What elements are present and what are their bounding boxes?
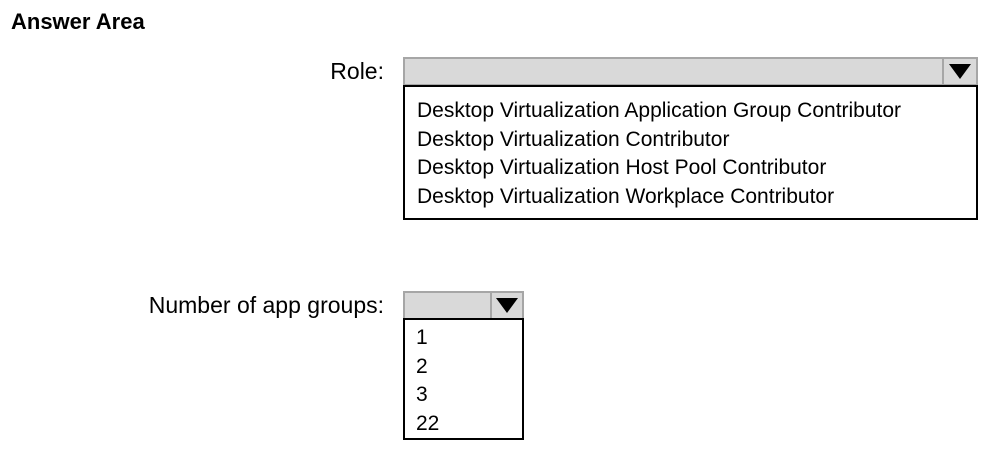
app-groups-options-list: 1 2 3 22 <box>403 318 524 440</box>
role-label: Role: <box>330 58 384 84</box>
app-groups-dropdown[interactable] <box>403 291 524 320</box>
app-groups-option[interactable]: 2 <box>416 354 428 378</box>
role-dropdown[interactable] <box>403 57 978 86</box>
triangle-down-icon <box>949 64 971 79</box>
app-groups-label: Number of app groups: <box>148 292 384 318</box>
app-groups-option[interactable]: 22 <box>416 412 440 436</box>
role-options-list: Desktop Virtualization Application Group… <box>403 85 978 220</box>
role-dropdown-toggle[interactable] <box>942 59 976 84</box>
role-option[interactable]: Desktop Virtualization Application Group… <box>417 99 902 122</box>
app-groups-option[interactable]: 3 <box>416 383 428 407</box>
role-option[interactable]: Desktop Virtualization Host Pool Contrib… <box>417 156 827 180</box>
app-groups-dropdown-toggle[interactable] <box>490 293 522 318</box>
app-groups-option[interactable]: 1 <box>416 326 428 349</box>
role-option[interactable]: Desktop Virtualization Workplace Contrib… <box>417 185 835 209</box>
answer-area-title: Answer Area <box>11 9 145 34</box>
triangle-down-icon <box>496 298 518 313</box>
role-option[interactable]: Desktop Virtualization Contributor <box>417 127 730 151</box>
